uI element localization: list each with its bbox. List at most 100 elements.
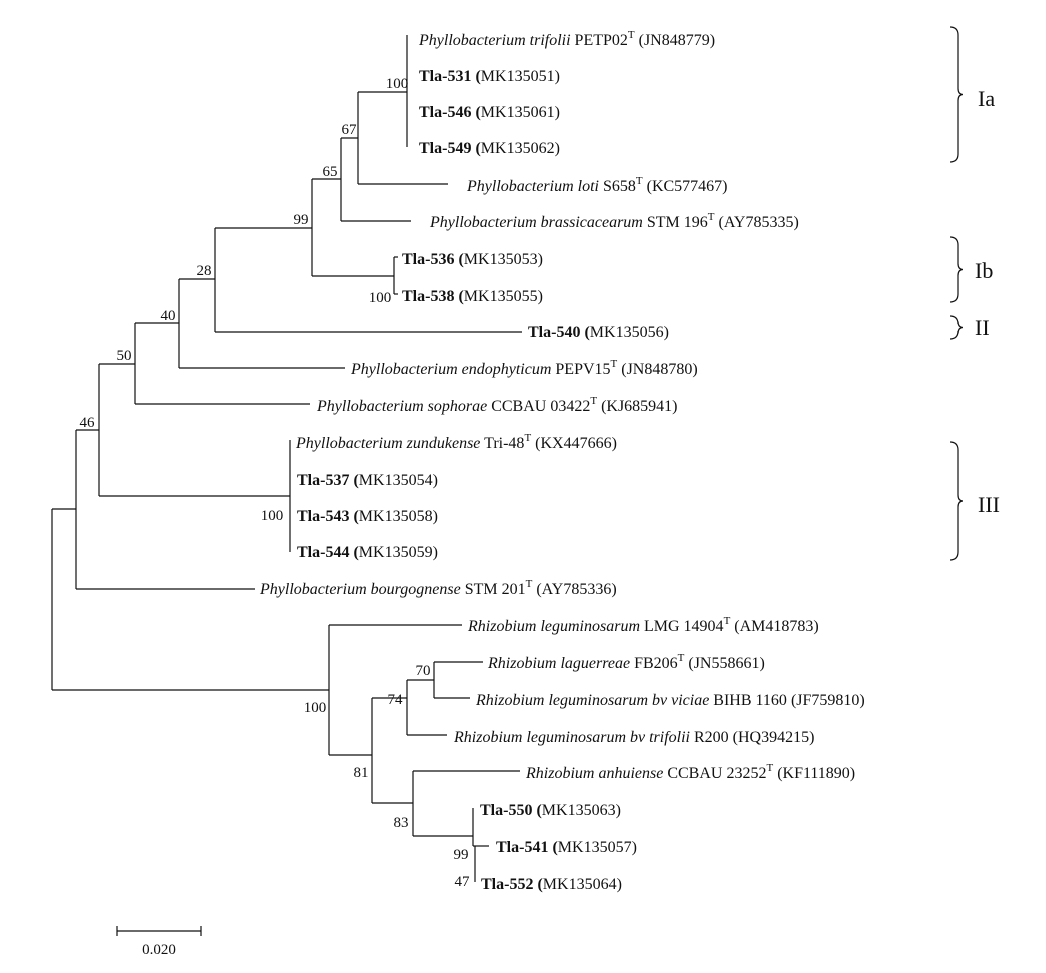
bootstrap-value: 99	[294, 212, 309, 228]
strain-name: R200	[690, 729, 729, 746]
accession-number: MK135061)	[481, 104, 560, 121]
leaf-label: Rhizobium leguminosarum bv trifolii R200…	[453, 729, 814, 746]
bootstrap-value: 47	[455, 874, 471, 890]
scale-bar: 0.020	[116, 926, 202, 958]
tree-branches	[51, 35, 522, 882]
leaf-label: Tla-546 (MK135061)	[419, 104, 560, 121]
species-name: Phyllobacterium loti	[466, 178, 599, 195]
strain-name: FB206	[630, 655, 678, 672]
type-strain-mark: T	[628, 29, 635, 41]
strain-name: LMG 14904	[640, 618, 724, 635]
leaf-label: Tla-541 (MK135057)	[496, 839, 637, 856]
accession-number: MK135054)	[359, 472, 438, 489]
clade-label: II	[975, 315, 990, 340]
accession-number: MK135062)	[481, 140, 560, 157]
leaf-label: Tla-531 (MK135051)	[419, 68, 560, 85]
isolate-name: Tla-544 (	[297, 544, 359, 561]
species-name: Phyllobacterium endophyticum	[350, 361, 551, 378]
strain-name: BIHB 1160	[709, 692, 787, 709]
leaf-label: Tla-550 (MK135063)	[480, 802, 621, 819]
accession-number: (KJ685941)	[597, 398, 677, 415]
strain-name: PEPV15	[551, 361, 610, 378]
accession-number: (JN558661)	[684, 655, 764, 672]
type-strain-mark: T	[766, 762, 773, 774]
strain-name: CCBAU 23252	[663, 765, 766, 782]
accession-number: MK135051)	[481, 68, 560, 85]
accession-number: MK135056)	[590, 324, 669, 341]
species-name: Phyllobacterium brassicacearum	[429, 214, 643, 231]
bootstrap-value: 70	[416, 663, 431, 679]
bootstrap-value: 100	[369, 290, 392, 306]
accession-number: MK135055)	[464, 288, 543, 305]
strain-name: STM 196	[643, 214, 708, 231]
type-strain-mark: T	[678, 652, 685, 664]
isolate-name: Tla-540 (	[528, 324, 590, 341]
bootstrap-value: 100	[304, 700, 327, 716]
leaf-label: Tla-549 (MK135062)	[419, 140, 560, 157]
isolate-name: Tla-543 (	[297, 508, 359, 525]
strain-name: CCBAU 03422	[487, 398, 590, 415]
bootstrap-value: 50	[117, 348, 132, 364]
species-name: Phyllobacterium zundukense	[295, 435, 480, 452]
accession-number: MK135064)	[543, 876, 622, 893]
leaf-label: Phyllobacterium sophorae CCBAU 03422T (K…	[316, 395, 678, 415]
leaf-label: Tla-536 (MK135053)	[402, 251, 543, 268]
isolate-name: Tla-541 (	[496, 839, 558, 856]
accession-number: MK135057)	[558, 839, 637, 856]
accession-number: MK135063)	[542, 802, 621, 819]
scale-bar-label: 0.020	[142, 942, 176, 958]
leaf-label: Phyllobacterium bourgognense STM 201T (A…	[259, 578, 617, 598]
accession-number: (KC577467)	[643, 178, 728, 195]
clade-bracket	[949, 236, 964, 303]
species-name: Rhizobium laguerreae	[487, 655, 630, 672]
bootstrap-value: 46	[80, 415, 96, 431]
leaf-label: Tla-544 (MK135059)	[297, 544, 438, 561]
leaf-label: Tla-552 (MK135064)	[481, 876, 622, 893]
type-strain-mark: T	[611, 358, 618, 370]
leaf-label: Tla-538 (MK135055)	[402, 288, 543, 305]
accession-number: (KF111890)	[773, 765, 855, 782]
leaf-label: Rhizobium anhuiense CCBAU 23252T (KF1118…	[525, 762, 855, 782]
bootstrap-value: 83	[394, 815, 409, 831]
bootstrap-value: 100	[261, 508, 284, 524]
bootstrap-value: 67	[342, 122, 358, 138]
bootstrap-value: 28	[197, 263, 212, 279]
accession-number: (JN848780)	[617, 361, 697, 378]
leaf-label: Tla-540 (MK135056)	[528, 324, 669, 341]
strain-name: S658	[599, 178, 636, 195]
clade-bracket	[949, 315, 964, 340]
accession-number: MK135059)	[359, 544, 438, 561]
isolate-name: Tla-550 (	[480, 802, 542, 819]
clade-bracket	[949, 441, 964, 561]
bootstrap-value: 65	[323, 164, 338, 180]
accession-number: (AY785335)	[715, 214, 799, 231]
leaf-label: Phyllobacterium loti S658T (KC577467)	[466, 175, 728, 195]
isolate-name: Tla-546 (	[419, 104, 481, 121]
type-strain-mark: T	[526, 578, 533, 590]
species-name: Rhizobium leguminosarum	[467, 618, 640, 635]
accession-number: (HQ394215)	[729, 729, 815, 746]
isolate-name: Tla-538 (	[402, 288, 464, 305]
isolate-name: Tla-537 (	[297, 472, 359, 489]
accession-number: (AM418783)	[730, 618, 818, 635]
isolate-name: Tla-536 (	[402, 251, 464, 268]
clade-bracket	[949, 26, 964, 163]
species-name: Rhizobium leguminosarum bv trifolii	[453, 729, 690, 746]
leaf-label: Phyllobacterium brassicacearum STM 196T …	[429, 211, 799, 231]
leaf-label: Tla-543 (MK135058)	[297, 508, 438, 525]
strain-name: PETP02	[571, 32, 628, 49]
species-name: Rhizobium leguminosarum bv viciae	[475, 692, 709, 709]
strain-name: Tri-48	[480, 435, 524, 452]
clade-label: Ib	[975, 258, 993, 283]
leaf-labels: Phyllobacterium trifolii PETP02T (JN8487…	[259, 29, 865, 893]
leaf-label: Rhizobium laguerreae FB206T (JN558661)	[487, 652, 765, 672]
bootstrap-value: 81	[354, 765, 369, 781]
bootstrap-value: 99	[454, 847, 469, 863]
leaf-label: Tla-537 (MK135054)	[297, 472, 438, 489]
species-name: Phyllobacterium trifolii	[418, 32, 571, 49]
type-strain-mark: T	[590, 395, 597, 407]
accession-number: (AY785336)	[532, 581, 616, 598]
